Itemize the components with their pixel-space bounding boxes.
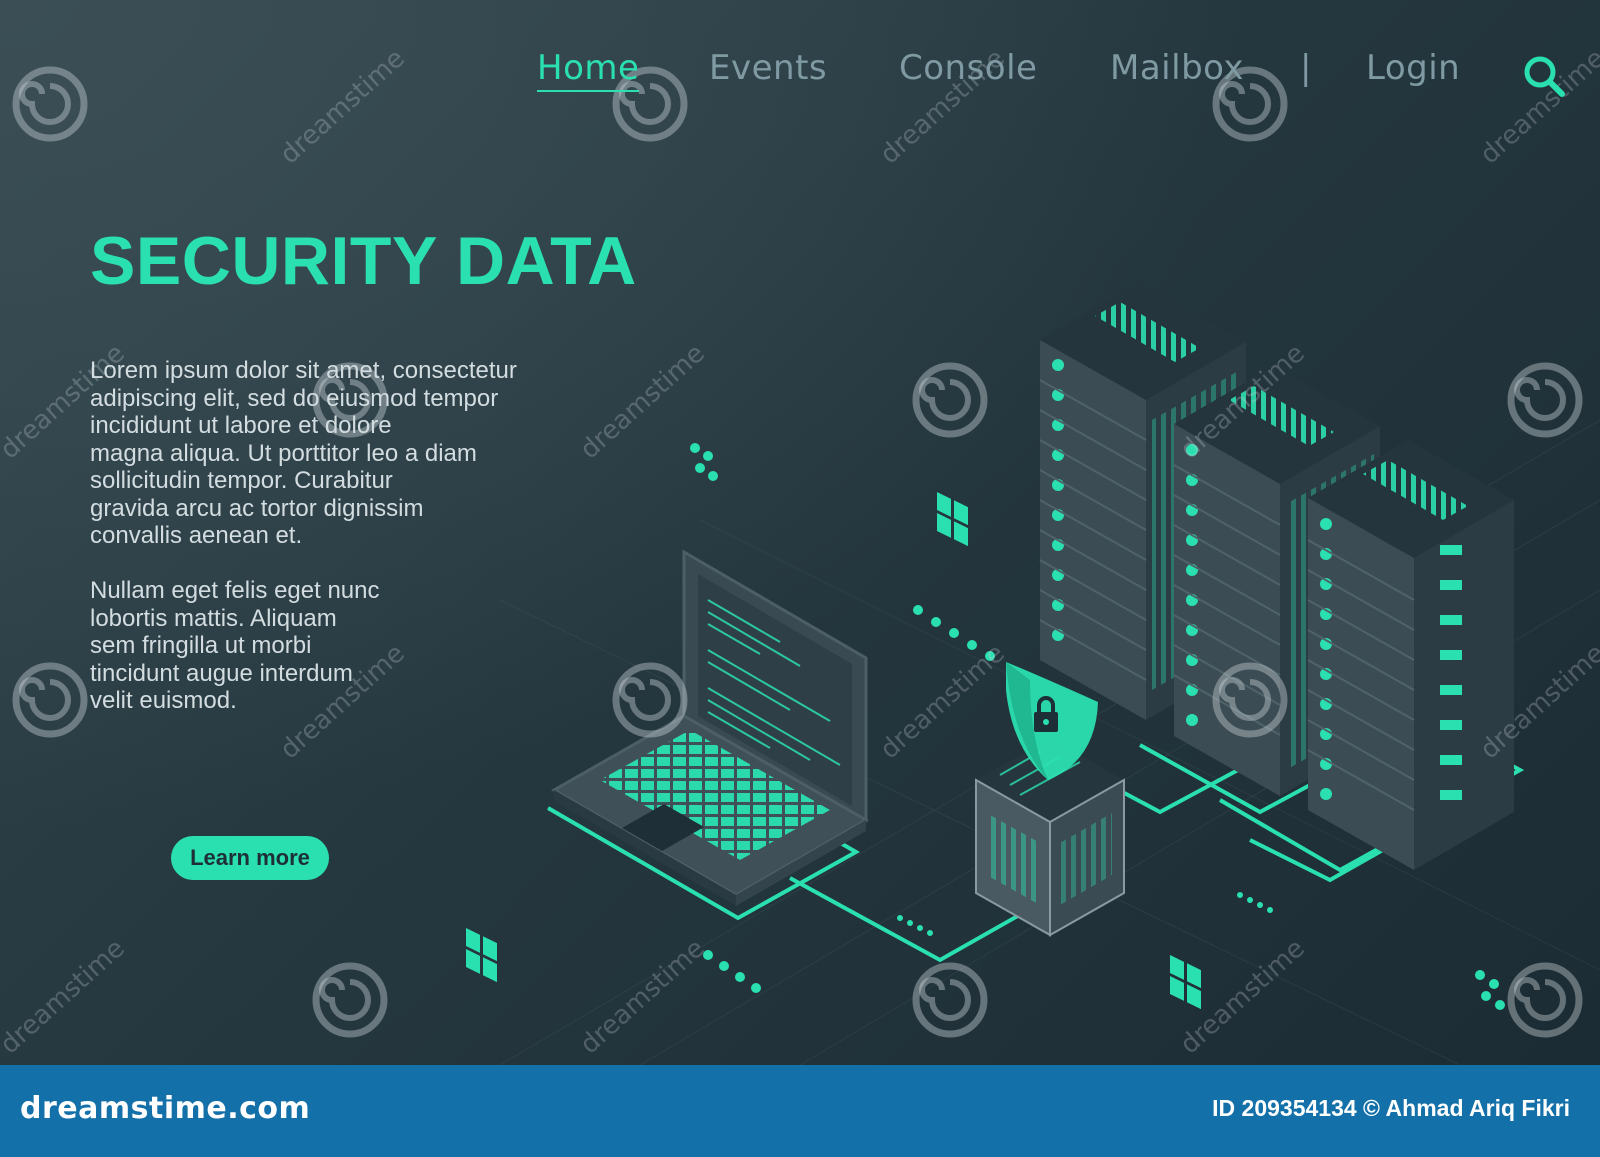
footer-brand: dreamstime.com [20, 1091, 311, 1126]
learn-more-button[interactable]: Learn more [171, 836, 329, 880]
shield-lock-icon [1006, 662, 1098, 780]
nav-separator: | [1300, 48, 1312, 88]
footer-credit: ID 209354134 © Ahmad Ariq Fikri [1212, 1095, 1570, 1121]
laptop-icon [550, 549, 870, 906]
nav-mailbox[interactable]: Mailbox [1110, 48, 1245, 88]
server-rack-icon [1039, 282, 1514, 870]
top-nav: Home Events Console Mailbox | Login [0, 48, 1600, 98]
search-icon [1524, 56, 1565, 97]
landing-page: dreamstime dreamstime dreamstime dreamst… [0, 0, 1600, 1065]
security-illustration [466, 282, 1600, 1065]
nav-login[interactable]: Login [1366, 48, 1461, 88]
nav-console[interactable]: Console [899, 48, 1038, 88]
stock-footer-bar: dreamstime.com ID 209354134 © Ahmad Ariq… [0, 1065, 1600, 1157]
nav-events[interactable]: Events [709, 48, 828, 88]
page-title: SECURITY DATA [90, 223, 637, 299]
intro-paragraph: Lorem ipsum dolor sit amet, consectetur … [90, 357, 517, 549]
storage-box-icon [975, 738, 1125, 937]
search-button[interactable] [1520, 52, 1568, 100]
floating-tiles [466, 492, 1201, 1010]
secondary-paragraph: Nullam eget felis eget nunc lobortis mat… [90, 577, 380, 714]
nav-home[interactable]: Home [537, 48, 640, 92]
